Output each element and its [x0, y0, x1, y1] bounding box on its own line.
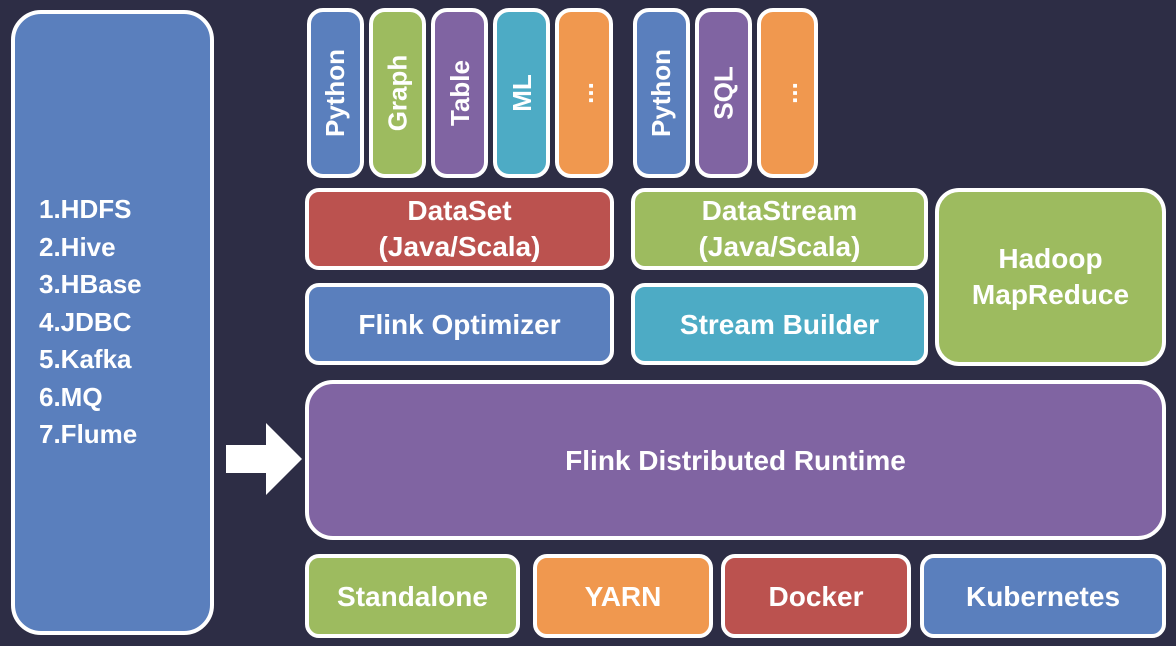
source-item: 1.HDFS: [39, 194, 132, 225]
source-item: 6.MQ: [39, 381, 103, 412]
source-item: 5.Kafka: [39, 344, 132, 375]
hadoop-mapreduce: Hadoop MapReduce: [935, 188, 1166, 366]
flink-optimizer: Flink Optimizer: [305, 283, 614, 365]
dataset-api: DataSet (Java/Scala): [305, 188, 614, 270]
stream-builder: Stream Builder: [631, 283, 928, 365]
lib-more-datastream: ...: [757, 8, 818, 178]
deploy-docker: Docker: [721, 554, 911, 638]
deploy-kubernetes: Kubernetes: [920, 554, 1166, 638]
lib-ml: ML: [493, 8, 550, 178]
arrow-right-icon: [226, 423, 302, 495]
deploy-yarn: YARN: [533, 554, 713, 638]
lib-table: Table: [431, 8, 488, 178]
lib-python-datastream: Python: [633, 8, 690, 178]
lib-more-dataset: ...: [555, 8, 613, 178]
source-item: 2.Hive: [39, 231, 116, 262]
lib-graph: Graph: [369, 8, 426, 178]
deploy-standalone: Standalone: [305, 554, 520, 638]
lib-python-dataset: Python: [307, 8, 364, 178]
lib-sql: SQL: [695, 8, 752, 178]
source-item: 7.Flume: [39, 419, 138, 450]
source-item: 4.JDBC: [39, 306, 132, 337]
source-item: 3.HBase: [39, 269, 142, 300]
data-sources-panel: 1.HDFS 2.Hive 3.HBase 4.JDBC 5.Kafka 6.M…: [11, 10, 214, 635]
datastream-api: DataStream (Java/Scala): [631, 188, 928, 270]
flink-distributed-runtime: Flink Distributed Runtime: [305, 380, 1166, 540]
